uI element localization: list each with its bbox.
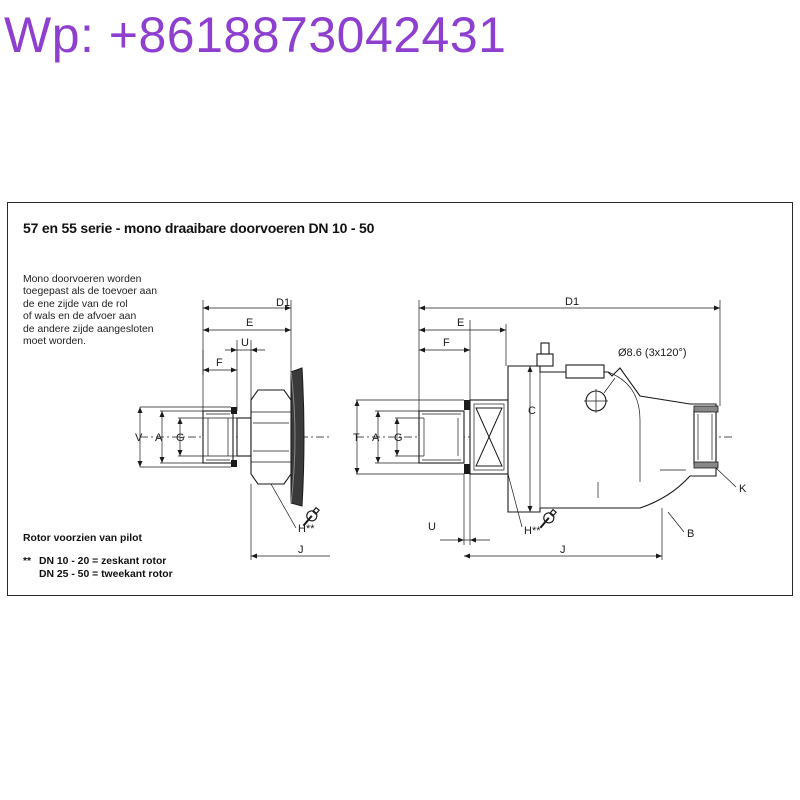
description-text: Mono doorvoeren worden toegepast als de … [23, 274, 157, 348]
left-seal-bottom [231, 460, 237, 467]
left-view: D1 E U F V A G H** J [135, 297, 330, 560]
left-label-j: J [298, 544, 304, 556]
panel-title: 57 en 55 serie - mono draaibare doorvoer… [23, 220, 375, 236]
left-neck [236, 417, 252, 457]
right-seal-top [464, 400, 470, 410]
left-seal-top [231, 407, 237, 414]
top-slot [565, 364, 605, 379]
right-label-u: U [428, 521, 436, 533]
wrench-icon [302, 506, 320, 527]
grease-nipple [536, 353, 554, 367]
rotor-notes: ** DN 10 - 20 = zeskant rotor DN 25 - 50 … [23, 555, 173, 581]
wrench-icon [539, 508, 557, 529]
right-label-c: C [528, 405, 536, 417]
left-label-e: E [246, 317, 253, 329]
description-line: moet worden. [23, 335, 86, 347]
right-hole-note: Ø8.6 (3x120°) [618, 347, 687, 359]
left-label-f: F [216, 357, 223, 369]
note-line: DN 25 - 50 = tweekant rotor [39, 569, 173, 580]
right-view: D1 E F T A G C Ø8.6 (3x120°) U [353, 296, 747, 560]
left-hex-nut [250, 389, 292, 485]
watermark-phone: Wp: +8618873042431 [4, 7, 507, 63]
left-label-a: A [155, 432, 163, 444]
right-seal-bottom [464, 464, 470, 474]
left-label-d1: D1 [276, 297, 290, 309]
right-threaded-stub [418, 410, 465, 464]
left-threaded-stub [202, 410, 234, 464]
right-label-h: H** [524, 525, 541, 537]
right-housing [507, 365, 717, 513]
description-line: of wals en de afvoer aan [23, 311, 137, 323]
left-label-u: U [241, 337, 249, 349]
right-label-b: B [687, 528, 694, 540]
right-label-k: K [739, 483, 747, 495]
left-label-h: H** [298, 523, 315, 535]
left-label-g: G [176, 432, 185, 444]
description-line: de andere zijde aangesloten [23, 323, 154, 335]
right-label-d1: D1 [565, 296, 579, 308]
notes-mark: ** [23, 556, 32, 567]
left-label-v: V [135, 432, 143, 444]
pilot-note: Rotor voorzien van pilot [23, 533, 142, 544]
right-label-e: E [457, 317, 464, 329]
right-label-g: G [394, 432, 403, 444]
right-label-a: A [372, 432, 380, 444]
description-line: de ene zijde van de rol [23, 298, 128, 310]
right-end-connector [693, 409, 717, 465]
right-label-j: J [560, 544, 566, 556]
right-label-t: T [353, 432, 360, 444]
right-label-f: F [443, 337, 450, 349]
description-line: toegepast als de toevoer aan [23, 286, 158, 298]
note-line: DN 10 - 20 = zeskant rotor [39, 556, 167, 567]
description-line: Mono doorvoeren worden [23, 274, 142, 285]
